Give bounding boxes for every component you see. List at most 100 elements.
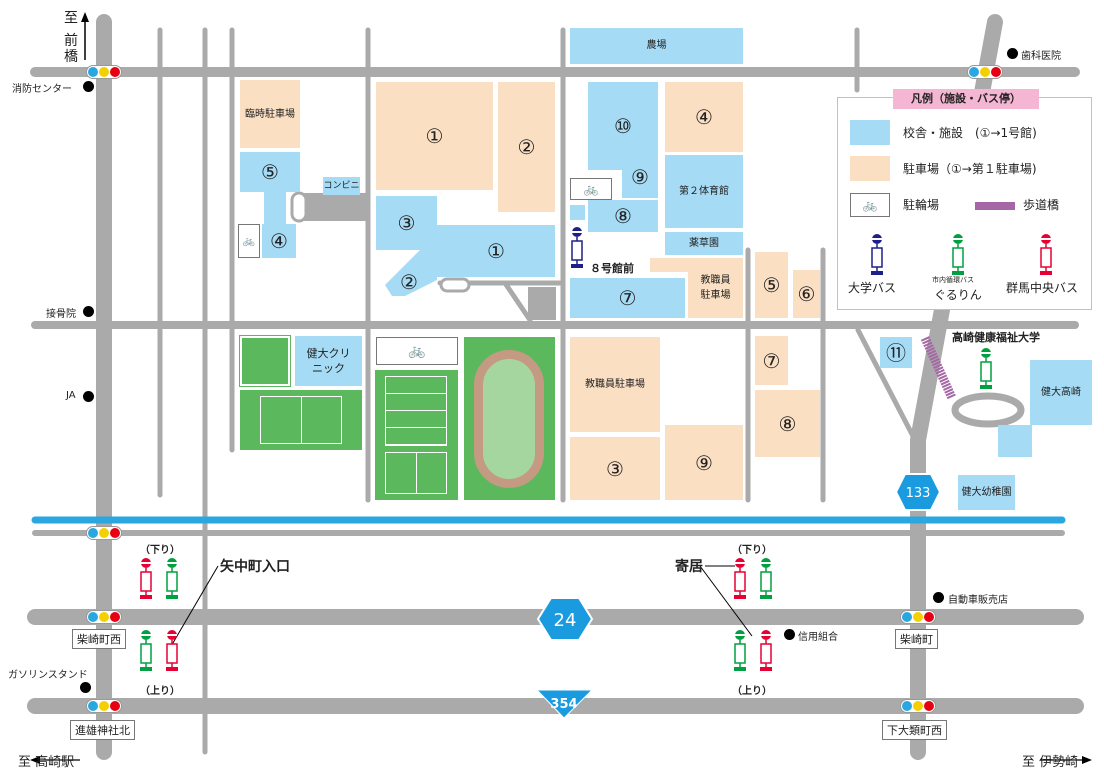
- bus-stop-icon: [140, 558, 152, 599]
- bicycle-icon: 🚲: [408, 343, 426, 359]
- intersection-shimo-oorui-nishi: 下大類町西: [882, 720, 947, 740]
- north-arrow-icon: [81, 12, 89, 22]
- legend-bus-university-icon: [869, 233, 885, 277]
- building-7: ⑦: [570, 278, 685, 318]
- convenience-store: コンビニ: [323, 177, 360, 195]
- bus-stop-hall8-label: ８号館前: [590, 262, 634, 275]
- farm: 農場: [570, 28, 743, 64]
- building-4: ④: [262, 224, 296, 258]
- bus-stop-gunma: [758, 629, 774, 673]
- legend-bicycle: 駐輪場: [903, 198, 940, 212]
- legend-bridge-swatch: [975, 202, 1015, 210]
- bus-stop-gururin: [732, 629, 748, 673]
- bus-stop-icon: [140, 630, 152, 671]
- landmark-dot: [933, 592, 944, 603]
- yanaka-label: 矢中町入口: [220, 559, 290, 575]
- landmark-ja: JA: [66, 390, 76, 401]
- parking-3: ③: [570, 437, 660, 500]
- landmark-fire-station: 消防センター: [12, 84, 72, 95]
- route-133-shield: [894, 473, 942, 511]
- road: [855, 327, 918, 443]
- landmark-dot: [83, 306, 94, 317]
- landmark-credit-union: 信用組合: [798, 632, 838, 643]
- parking-temporary: 臨時駐車場: [240, 80, 300, 148]
- route-354-label: 354: [550, 697, 577, 712]
- landmark-dot: [83, 81, 94, 92]
- legend-building-swatch: [850, 120, 890, 145]
- building-annex: [998, 425, 1032, 457]
- parking-9: ⑨: [665, 425, 743, 500]
- building-11: ⑪: [880, 337, 912, 368]
- legend-bus-gururin-icon: [950, 233, 966, 277]
- parking-staff-main: 教職員駐車場: [570, 337, 660, 432]
- building-5: ⑤: [240, 152, 300, 192]
- parking-1: ①: [376, 82, 493, 190]
- intersection-shinno-jinja-kita: 進雄神社北: [70, 720, 135, 740]
- bicycle-icon: 🚲: [862, 198, 878, 212]
- bus-stop-gururin: [978, 347, 994, 391]
- bus-stop-gunma: [164, 629, 180, 673]
- traffic-signal-icon: [900, 699, 936, 713]
- building-1: ①: [437, 225, 555, 277]
- bicycle-parking: 🚲: [376, 337, 458, 365]
- building-3: ③: [376, 196, 437, 250]
- university-label: 高崎健康福祉大学: [952, 331, 1040, 344]
- bus-stop-gururin: [138, 629, 154, 673]
- bus-stop-gunma: [732, 557, 748, 601]
- bicycle-icon: 🚲: [583, 182, 599, 196]
- traffic-signal-icon: [86, 699, 122, 713]
- roundabout: [951, 392, 1025, 428]
- bus-stop-gururin: [164, 557, 180, 601]
- yorii-up-label: （上り）: [732, 686, 772, 697]
- parking-4: ④: [665, 82, 743, 152]
- legend-bus-gururin: ぐるりん: [934, 288, 982, 302]
- bicycle-parking: 🚲: [570, 178, 612, 200]
- building-small: [570, 205, 585, 220]
- building-2-shape: [385, 250, 437, 296]
- pedestrian-bridge: [920, 336, 957, 400]
- clinic: 健大クリニック: [295, 336, 362, 386]
- kindergarten: 健大幼稚園: [958, 475, 1015, 510]
- roundabout: [439, 277, 471, 293]
- athletic-track: [464, 337, 555, 500]
- bus-stop-icon: [734, 630, 746, 671]
- parking-5: ⑤: [755, 252, 788, 318]
- kenko-takasaki: 健大高崎: [1030, 360, 1092, 425]
- direction-west: 至 高崎駅: [18, 755, 75, 770]
- legend-bus-gunma-icon: [1038, 233, 1054, 277]
- landmark-dot: [784, 629, 795, 640]
- tennis-courts: [375, 370, 458, 500]
- landmark-car-dealer: 自動車販売店: [948, 595, 1008, 606]
- bus-stop-icon: [760, 558, 772, 599]
- legend-title: 凡例（施設・バス停）: [893, 89, 1039, 109]
- legend-parking: 駐車場（①→第１駐車場): [903, 162, 1037, 176]
- herb-garden: 薬草園: [665, 232, 743, 255]
- landmark-dot: [83, 391, 94, 402]
- bus-stop-gururin: [758, 557, 774, 601]
- landmark-bone-clinic: 接骨院: [46, 309, 76, 320]
- building-9: ⑨: [622, 155, 658, 198]
- yorii-down-label: （下り）: [732, 545, 772, 556]
- bus-stop-icon: [871, 234, 883, 275]
- parking-lot: [528, 287, 556, 320]
- legend-panel: 凡例（施設・バス停） 校舎・施設 (①→1号館) 駐車場（①→第１駐車場) 🚲 …: [837, 89, 1092, 310]
- soccer-field: [240, 390, 362, 450]
- landmark-dot: [1007, 48, 1018, 59]
- direction-east: 至 伊勢崎: [1022, 755, 1079, 770]
- landmark-gas-station: ガソリンスタンド: [8, 670, 88, 681]
- route-24-label: 24: [554, 610, 577, 631]
- intersection-shibasaki: 柴崎町: [895, 629, 938, 649]
- parking-7: ⑦: [755, 336, 788, 385]
- west-arrow-icon: [30, 756, 40, 764]
- parking-staff: 教職員 駐車場: [688, 258, 743, 318]
- intersection-shibasaki-nishi: 柴崎町西: [72, 629, 126, 649]
- legend-parking-swatch: [850, 156, 890, 181]
- parking-8: ⑧: [755, 390, 820, 457]
- building-8: ⑧: [588, 200, 658, 232]
- landmark-dental: 歯科医院: [1021, 51, 1061, 62]
- bus-stop-icon: [166, 558, 178, 599]
- traffic-signal-icon: [86, 526, 122, 540]
- parking-2: ②: [498, 82, 555, 212]
- yanaka-up-label: （上り）: [140, 686, 180, 697]
- bus-stop-icon: [166, 630, 178, 671]
